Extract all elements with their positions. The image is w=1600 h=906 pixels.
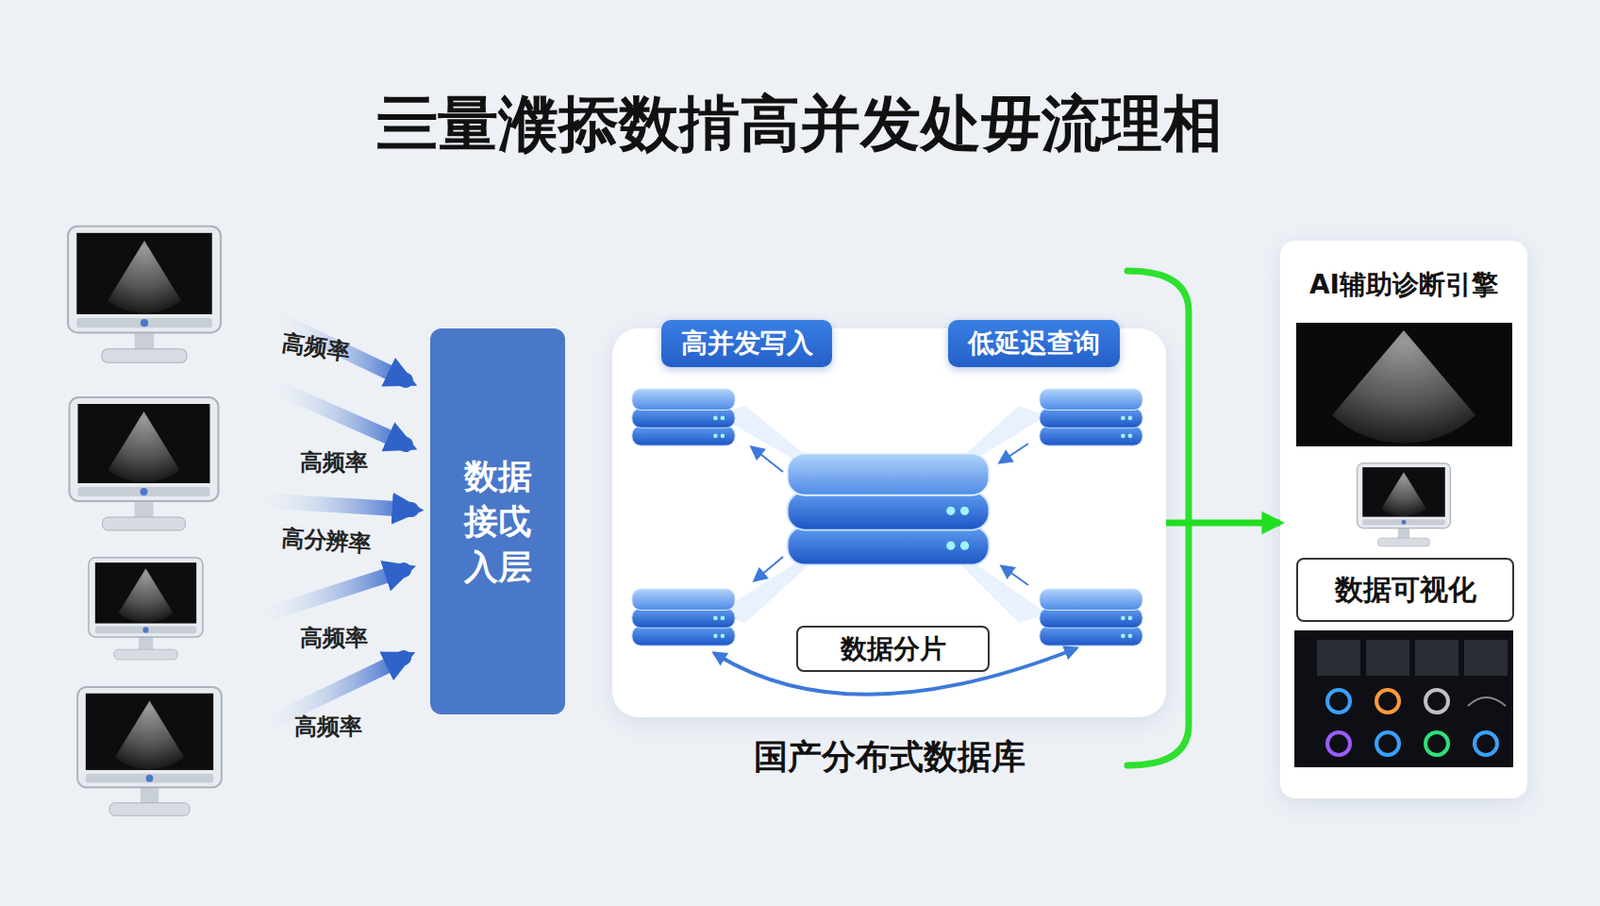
feature-pill: 高并发写入	[661, 319, 833, 367]
node-label: 国产分布式数据库	[574, 733, 1204, 781]
dashboard-thumb	[1316, 639, 1361, 676]
node-label: 数据可视化	[1334, 570, 1477, 610]
dashboard-thumb	[1464, 639, 1508, 676]
ultrasound-image	[1296, 322, 1513, 447]
shard-box: 数据分片	[796, 625, 990, 672]
flow-arrow	[1001, 566, 1029, 585]
stream-label: 高频率	[294, 711, 363, 742]
ultrasound-device	[77, 686, 222, 816]
ultrasound-device	[88, 557, 203, 660]
node-label: 数据分片	[840, 631, 947, 667]
db-node	[632, 588, 735, 646]
dashboard-thumb	[1415, 639, 1459, 676]
shard-arc	[714, 648, 1077, 695]
db-core	[787, 453, 990, 566]
data-beam	[716, 405, 850, 491]
data-stream-arrows	[254, 316, 412, 727]
stream-label: 高频率	[300, 622, 368, 653]
database-panel: 国产分布式数据库高并发写入低延迟查询数据分片	[612, 328, 1167, 717]
data-beam	[924, 405, 1048, 491]
dashboard-ring	[1474, 732, 1498, 755]
diagram-title: 亖量濮掭数掯高并发处毋流理相	[0, 83, 1600, 166]
dashboard-ring	[1327, 689, 1350, 713]
dashboard-thumb	[1366, 639, 1410, 676]
node-label: 低延迟查询	[967, 325, 1100, 362]
dashboard-ring	[1425, 689, 1449, 713]
dashboard-ring	[1425, 732, 1449, 755]
flow-arrow	[1000, 443, 1029, 463]
dashboard-ring	[1376, 732, 1400, 755]
ultrasound-fan	[1332, 330, 1476, 444]
ultrasound-device	[67, 226, 221, 364]
ultrasound-devices	[67, 226, 222, 817]
ai-panel-illustration	[1294, 322, 1514, 767]
dashboard-curve	[1467, 697, 1506, 706]
node-label: AI辅助诊断引擎	[1280, 266, 1528, 303]
data-beam	[924, 528, 1048, 623]
stream-label: 高频率	[280, 327, 352, 367]
db-node	[1039, 588, 1143, 646]
visualization-box: 数据可视化	[1296, 557, 1515, 622]
database-cluster	[632, 388, 1143, 695]
flow-arrow	[751, 447, 784, 472]
feature-pill: 低延迟查询	[948, 319, 1120, 367]
dashboard-ring	[1376, 689, 1400, 713]
stream-label: 高分辨率	[280, 522, 373, 560]
stream-arrow	[254, 569, 404, 618]
node-label: 数据 接戉 入层	[458, 453, 538, 590]
green-bracket	[1127, 270, 1189, 766]
stream-arrow	[266, 383, 406, 445]
ai-engine-panel: AI辅助诊断引擎数据可视化	[1280, 240, 1528, 799]
dashboard-ring	[1327, 732, 1350, 755]
data-beam	[716, 528, 850, 623]
dashboard	[1294, 630, 1514, 767]
flow-arrow	[754, 556, 784, 581]
stream-label: 高频率	[300, 447, 368, 478]
stream-arrow	[270, 316, 406, 381]
db-node	[632, 388, 735, 446]
node-label: 高并发写入	[681, 325, 814, 362]
stream-arrow	[254, 500, 412, 510]
flow-connector	[1166, 519, 1281, 527]
ultrasound-device	[69, 397, 219, 531]
workstation	[1357, 463, 1451, 547]
ingest-layer-box: 数据 接戉 入层	[430, 328, 566, 715]
db-node	[1039, 388, 1143, 446]
